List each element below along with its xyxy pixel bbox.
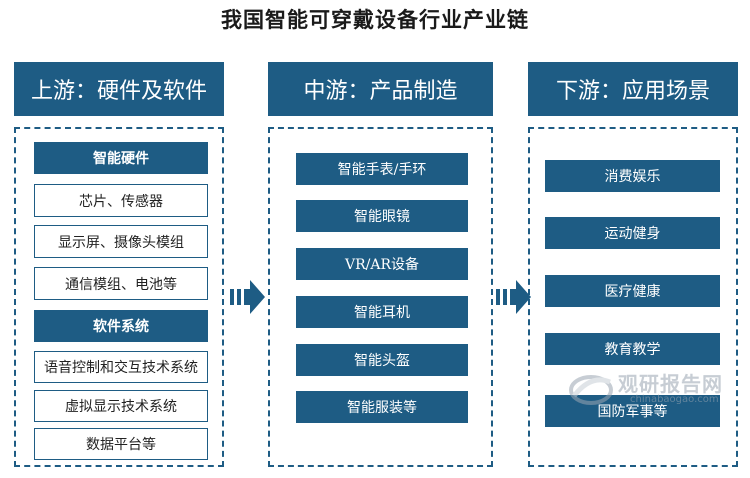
- flow-arrow-icon: [230, 280, 265, 314]
- midstream-header: 中游：产品制造: [268, 62, 493, 116]
- upstream-header: 上游：硬件及软件: [14, 62, 224, 116]
- upstream-item-smart-hardware: 智能硬件: [34, 142, 208, 174]
- midstream-item-smartwatch: 智能手表/手环: [296, 153, 468, 185]
- upstream-item-comm-battery: 通信模组、电池等: [34, 267, 208, 300]
- midstream-item-smart-helmet: 智能头盔: [296, 344, 468, 376]
- upstream-box: [14, 127, 224, 467]
- downstream-box: [528, 127, 738, 467]
- page-title: 我国智能可穿戴设备行业产业链: [221, 7, 529, 32]
- watermark-url: chinabaogao.com: [630, 394, 719, 405]
- watermark: 观研报告网 chinabaogao.com: [568, 366, 748, 412]
- upstream-item-display-camera: 显示屏、摄像头模组: [34, 225, 208, 258]
- upstream-item-software-system: 软件系统: [34, 310, 208, 342]
- midstream-item-smart-clothing: 智能服装等: [296, 391, 468, 423]
- watermark-name: 观研报告网: [618, 372, 723, 396]
- upstream-item-virtual-display: 虚拟显示技术系统: [34, 390, 208, 422]
- midstream-box: [268, 127, 493, 467]
- midstream-item-vr-ar: VR/AR设备: [296, 248, 468, 280]
- upstream-item-voice-interaction: 语音控制和交互技术系统: [34, 351, 208, 383]
- upstream-item-data-platform: 数据平台等: [34, 428, 208, 460]
- upstream-item-chip-sensor: 芯片、传感器: [34, 184, 208, 217]
- downstream-item-healthcare: 医疗健康: [545, 275, 720, 307]
- midstream-item-smart-earphone: 智能耳机: [296, 296, 468, 328]
- downstream-item-defense: 国防军事等: [545, 395, 720, 427]
- downstream-header: 下游：应用场景: [528, 62, 738, 116]
- midstream-item-smart-glasses: 智能眼镜: [296, 200, 468, 232]
- watermark-logo-icon: [569, 375, 613, 405]
- downstream-item-entertainment: 消费娱乐: [545, 160, 720, 192]
- flow-arrow-icon: [496, 280, 531, 314]
- downstream-item-fitness: 运动健身: [545, 217, 720, 249]
- downstream-item-education: 教育教学: [545, 333, 720, 365]
